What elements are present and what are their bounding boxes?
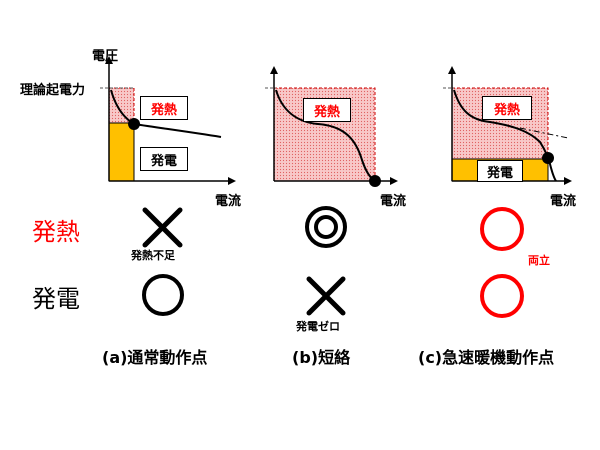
- operating-point: [369, 175, 381, 187]
- theoretical-emf-label: 理論起電力: [20, 83, 86, 98]
- y-axis-arrow: [270, 66, 278, 74]
- circle-mark: [480, 207, 524, 251]
- heat-box: 発熱: [303, 98, 351, 122]
- x-axis-arrow: [390, 177, 398, 185]
- circle-mark: [142, 274, 184, 316]
- voltage-label: 電圧: [92, 49, 119, 64]
- power-box: 発電: [477, 160, 523, 182]
- x-axis-arrow: [228, 177, 236, 185]
- circle-mark: [480, 274, 524, 318]
- double-circle-mark: [305, 206, 347, 248]
- operating-point: [128, 118, 140, 130]
- caption-b: (b)短絡: [292, 348, 351, 367]
- caption-c: (c)急速暖機動作点: [418, 348, 555, 367]
- double-circle-mark-inner: [314, 215, 338, 239]
- iv-curve: [275, 89, 376, 182]
- heat-box: 発熱: [482, 96, 532, 120]
- cross-mark: [142, 207, 183, 248]
- current-label: 電流: [550, 194, 577, 209]
- operating-point: [542, 152, 554, 164]
- row-label-heat: 発熱: [32, 218, 80, 246]
- power-box: 発電: [140, 147, 188, 171]
- both-note: 両立: [528, 254, 550, 267]
- x-axis-arrow: [564, 177, 572, 185]
- row-label-power: 発電: [32, 285, 80, 313]
- tangent-line: [519, 127, 569, 139]
- iv-curve: [453, 89, 557, 182]
- heat-box: 発熱: [140, 96, 188, 120]
- y-axis-arrow: [105, 56, 113, 64]
- caption-a: (a)通常動作点: [102, 348, 208, 367]
- heat-shortage-note: 発熱不足: [131, 249, 175, 262]
- current-label: 電流: [380, 194, 407, 209]
- zero-power-note: 発電ゼロ: [296, 320, 340, 333]
- cross-mark: [306, 276, 346, 316]
- y-axis-arrow: [448, 66, 456, 74]
- current-label: 電流: [215, 194, 242, 209]
- power-region: [108, 122, 135, 182]
